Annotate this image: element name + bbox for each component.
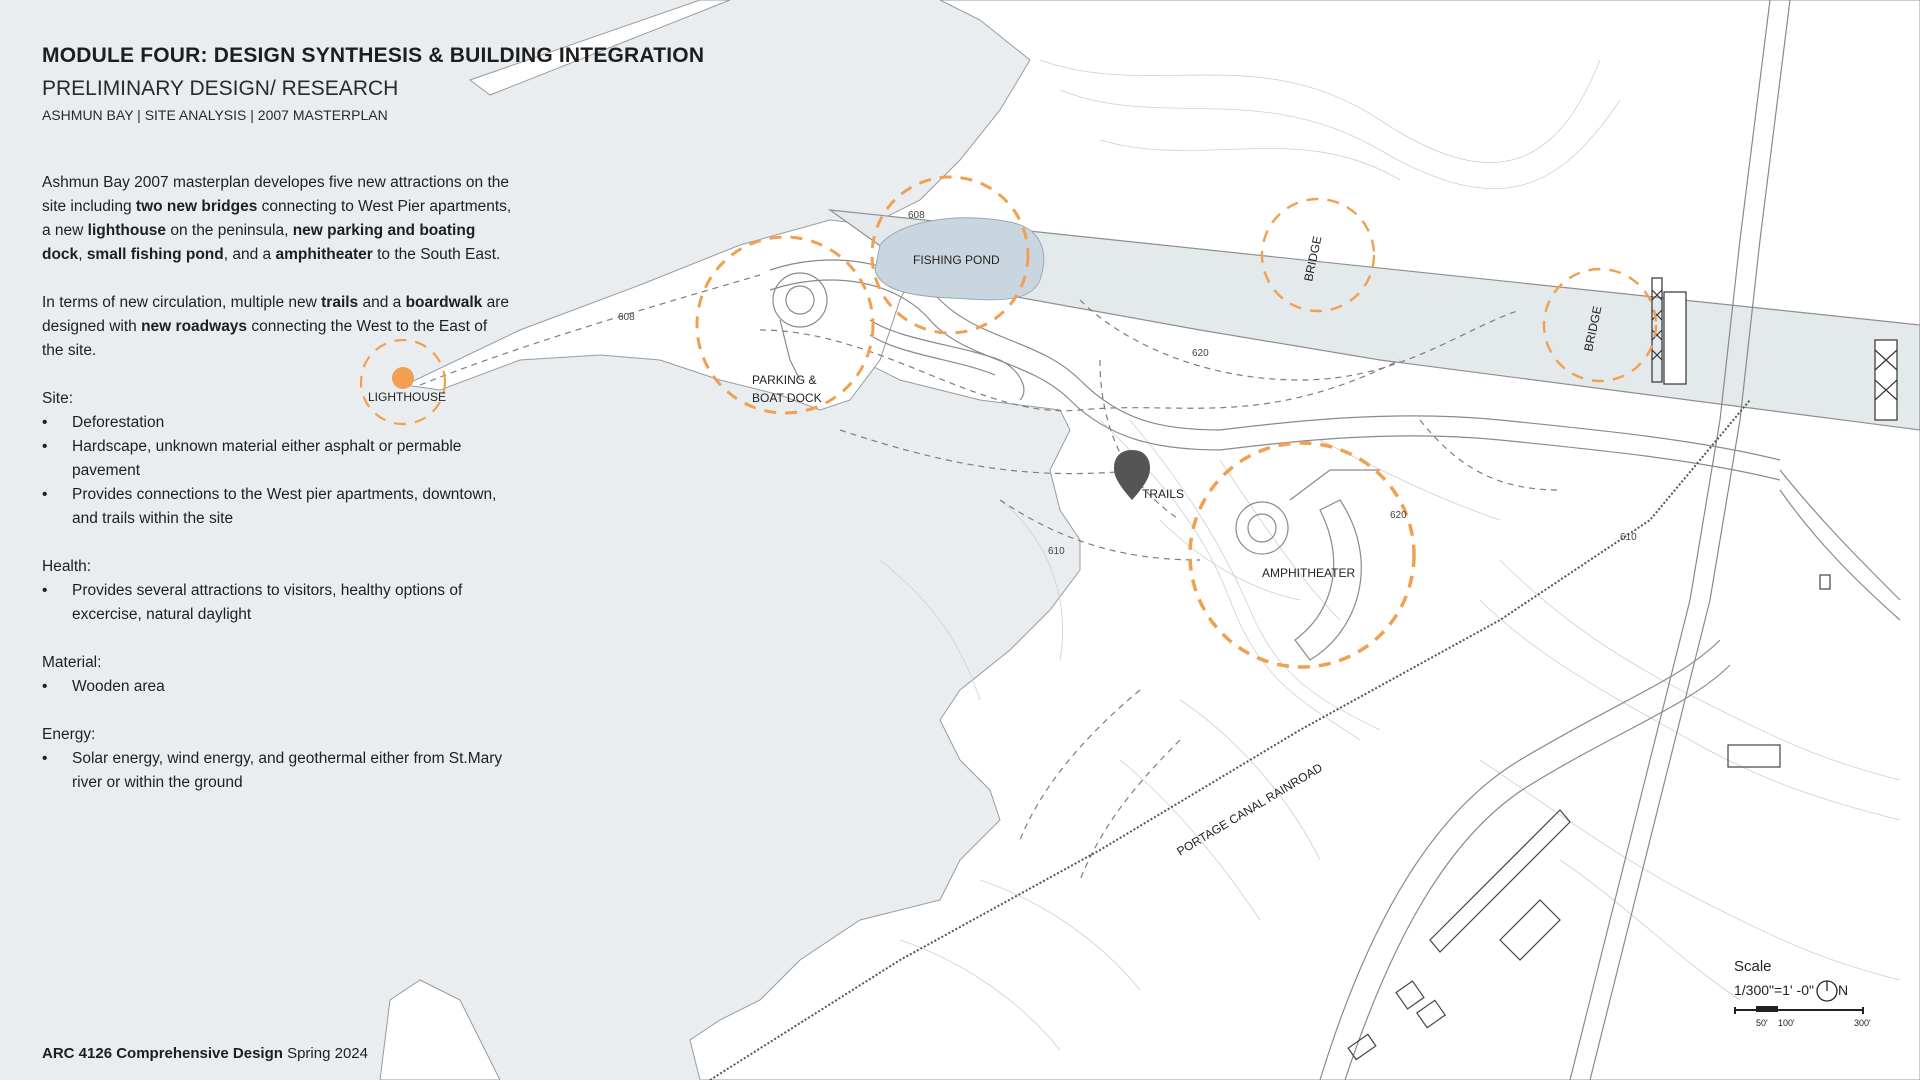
scale-title: Scale (1734, 958, 1772, 975)
railroad-line (709, 399, 1751, 1080)
section-list-site: Deforestation Hardscape, unknown materia… (42, 411, 512, 531)
page-title: MODULE FOUR: DESIGN SYNTHESIS & BUILDING… (42, 44, 705, 67)
fishing-pond (874, 217, 1045, 301)
lighthouse-marker (392, 367, 414, 389)
section-title-energy: Energy: (42, 726, 96, 743)
section-list-energy: Solar energy, wind energy, and geotherma… (42, 747, 512, 795)
lighthouse-label: LIGHTHOUSE (368, 390, 446, 404)
list-item: Wooden area (42, 675, 512, 699)
list-item: Hardscape, unknown material either aspha… (42, 435, 512, 483)
analysis-text: Ashmun Bay 2007 masterplan developes fiv… (42, 171, 512, 819)
section-list-material: Wooden area (42, 675, 512, 699)
contour-label: 610 (1620, 532, 1637, 543)
north-pier (468, 0, 731, 96)
parking-label-line1: PARKING & (752, 373, 816, 387)
list-item: Provides several attractions to visitors… (42, 579, 512, 627)
list-item: Provides connections to the West pier ap… (42, 483, 512, 531)
parking-area (772, 272, 1025, 401)
list-item: Solar energy, wind energy, and geotherma… (42, 747, 512, 795)
section-list-health: Provides several attractions to visitors… (42, 579, 512, 627)
bridge-structures (1651, 277, 1898, 421)
scale-legend: Scale 1/300"=1' -0" N 50' 100' 300' (1734, 958, 1874, 1030)
course-footer: ARC 4126 Comprehensive Design Spring 202… (42, 1045, 368, 1062)
roadways (769, 0, 1901, 1080)
section-title-site: Site: (42, 390, 74, 407)
intro-paragraph-1: Ashmun Bay 2007 masterplan developes fiv… (42, 174, 512, 263)
parking-label-line2: BOAT DOCK (752, 391, 822, 405)
building-outlines (1347, 574, 1831, 1061)
scale-bar (1734, 1006, 1864, 1014)
intro-paragraph-2: In terms of new circulation, multiple ne… (42, 294, 509, 359)
page-subtitle: PRELIMINARY DESIGN/ RESEARCH (42, 77, 399, 100)
scale-tick: 100' (1778, 1018, 1795, 1028)
scale-tick: 50' (1756, 1018, 1768, 1028)
section-title-health: Health: (42, 558, 92, 575)
contour-label: 608 (618, 312, 635, 323)
trails-label: TRAILS (1142, 487, 1184, 501)
north-arrow-icon (1816, 980, 1838, 1002)
amphitheater-structure (1235, 469, 1380, 661)
page-breadcrumb: ASHMUN BAY | SITE ANALYSIS | 2007 MASTER… (42, 107, 388, 123)
list-item: Deforestation (42, 411, 512, 435)
contour-label: 608 (908, 210, 925, 221)
scale-tick: 300' (1854, 1018, 1871, 1028)
contour-label: 620 (1192, 348, 1209, 359)
contour-label: 610 (1048, 546, 1065, 557)
south-shore (379, 979, 501, 1080)
contour-label: 620 (1390, 510, 1407, 521)
fishing-pond-label: FISHING POND (913, 253, 1000, 267)
course-term: Spring 2024 (282, 1045, 368, 1062)
attraction-circles (359, 175, 1658, 669)
amphitheater-label: AMPHITHEATER (1262, 566, 1355, 580)
course-name: ARC 4126 Comprehensive Design (42, 1045, 283, 1062)
north-label: N (1838, 982, 1849, 998)
scale-ratio: 1/300"=1' -0" (1734, 982, 1814, 998)
trail-pin-icon (1113, 450, 1151, 500)
contour-lines (879, 59, 1901, 1051)
section-title-material: Material: (42, 654, 102, 671)
